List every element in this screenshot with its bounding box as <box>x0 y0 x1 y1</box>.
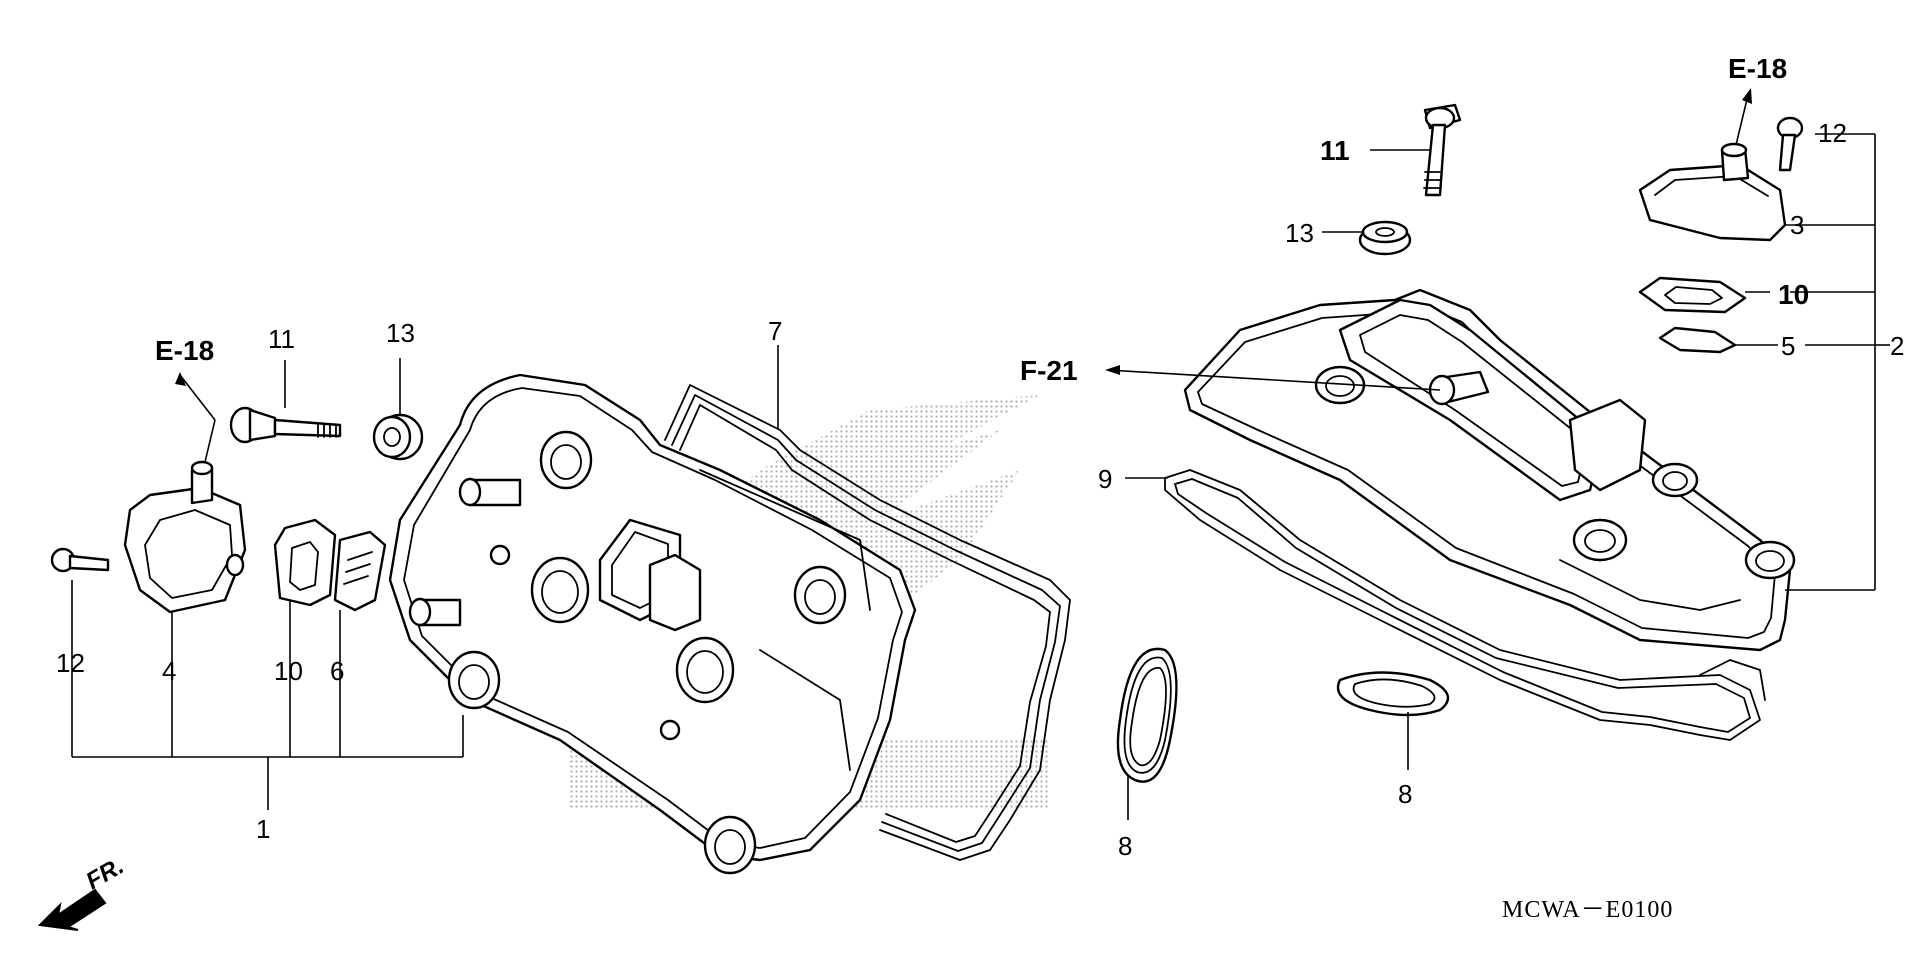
right-seal-10 <box>1638 276 1747 314</box>
callouts: 1 2 3 4 5 6 7 8 8 9 10 10 11 11 12 12 13… <box>56 53 1904 923</box>
front-marker-label: FR. <box>82 852 129 895</box>
callout-10-left: 10 <box>274 656 303 686</box>
front-direction-arrow: FR. <box>37 852 129 931</box>
ref-e18-right: E-18 <box>1728 53 1787 84</box>
callout-8-left: 8 <box>1118 831 1132 861</box>
callout-10-right: 10 <box>1778 279 1809 310</box>
left-oval-seal-8 <box>1116 647 1178 783</box>
callout-8-right: 8 <box>1398 779 1412 809</box>
leader-lines <box>71 88 1890 820</box>
callout-11-right: 11 <box>1320 135 1350 166</box>
ref-f21: F-21 <box>1020 355 1078 386</box>
ref-e18-left: E-18 <box>155 335 214 366</box>
callout-1: 1 <box>256 814 270 844</box>
left-plate-6 <box>333 530 387 612</box>
right-plate-5 <box>1658 326 1737 354</box>
callout-9: 9 <box>1098 464 1112 494</box>
right-bolt-12 <box>1776 116 1804 172</box>
left-breather-housing-4 <box>123 460 247 614</box>
callout-13-left: 13 <box>386 318 415 348</box>
right-breather-housing-3 <box>1638 142 1787 242</box>
right-oval-seal-8 <box>1336 671 1450 717</box>
callout-3: 3 <box>1790 210 1804 240</box>
left-cover-gasket <box>664 384 1071 861</box>
left-head-cover <box>388 373 917 875</box>
callout-7: 7 <box>768 316 782 346</box>
callout-6: 6 <box>330 656 344 686</box>
callout-5: 5 <box>1781 331 1795 361</box>
callout-12-right: 12 <box>1818 118 1847 148</box>
right-head-cover <box>1183 288 1796 652</box>
callout-4: 4 <box>162 656 176 686</box>
left-bolt-11 <box>229 406 342 444</box>
callout-2: 2 <box>1890 331 1904 361</box>
callout-11-left: 11 <box>268 324 295 354</box>
left-seal-10 <box>273 518 337 607</box>
callout-12-left: 12 <box>56 648 85 678</box>
left-bolt-12 <box>50 547 110 573</box>
right-cover-gasket <box>1164 469 1766 741</box>
right-grommet-13 <box>1358 220 1412 256</box>
left-grommet-13 <box>372 413 424 461</box>
right-bolt-11 <box>1423 103 1462 197</box>
callout-13-right: 13 <box>1285 218 1314 248</box>
diagram-code: MCWA－E0100 <box>1502 897 1673 923</box>
